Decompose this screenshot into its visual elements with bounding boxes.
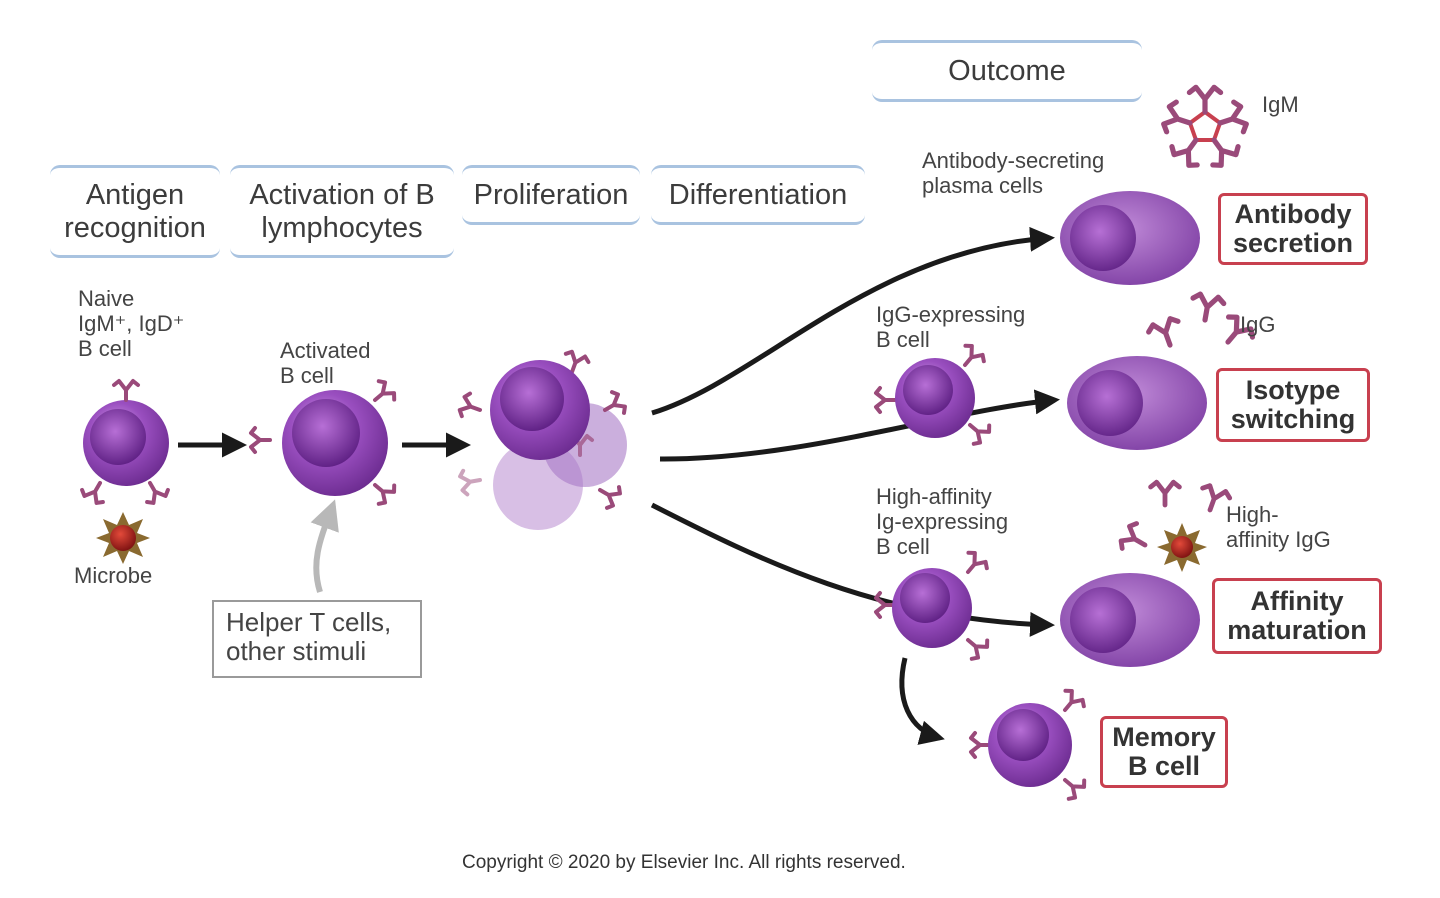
header-differentiation-text: Differentiation (668, 178, 848, 211)
naive-label-line3: B cell (78, 336, 132, 361)
arrow-to-antibody-secretion (651, 226, 1055, 416)
ha-cell-label-line2: Ig-expressing (876, 509, 1009, 534)
activated-b-cell (249, 376, 400, 509)
high-affinity-b-cell (874, 547, 993, 664)
high-affinity-cell-label: High-affinity Ig-expressing B cell (876, 484, 1008, 559)
outcome-affinity-maturation: Affinity maturation (1212, 578, 1382, 654)
header-outcome-text: Outcome (948, 54, 1066, 87)
arrow-to-isotype-switching (659, 389, 1060, 462)
igg-label: IgG (1240, 312, 1276, 337)
plasma-label-line2: plasma cells (922, 173, 1044, 198)
microbe-icon (96, 512, 150, 564)
plasma-label-line1: Antibody-secreting (922, 148, 1105, 173)
activated-label-line2: B cell (280, 363, 334, 388)
igg-cell-label-line1: IgG-expressing (876, 302, 1026, 327)
header-antigen-recognition-text: Antigen recognition (64, 178, 206, 244)
plasma-cell-affinity (1060, 573, 1200, 667)
copyright-notice: Copyright © 2020 by Elsevier Inc. All ri… (462, 852, 906, 873)
outcome-affinity-maturation-text: Affinity maturation (1227, 586, 1367, 645)
outcome-antibody-secretion-text: Antibody secretion (1232, 199, 1354, 258)
memory-b-cell (969, 685, 1090, 804)
high-affinity-igg-icon (1118, 482, 1231, 572)
ha-igg-label-line2: affinity IgG (1226, 527, 1331, 552)
activated-b-cell-label: Activated B cell (280, 338, 371, 388)
ha-cell-label-line3: B cell (876, 534, 930, 559)
igm-pentamer-icon (1162, 87, 1249, 169)
header-activation: Activation of B lymphocytes (230, 165, 454, 258)
outcome-memory-b-cell-text: Memory B cell (1112, 722, 1216, 781)
header-proliferation: Proliferation (462, 165, 640, 225)
naive-b-cell-label: Naive IgM⁺, IgD⁺ B cell (78, 286, 184, 361)
plasma-cell-isotype (1067, 356, 1207, 450)
naive-b-cell (78, 379, 172, 508)
outcome-antibody-secretion: Antibody secretion (1218, 193, 1368, 265)
activated-label-line1: Activated (280, 338, 371, 363)
igg-expressing-b-cell (874, 340, 995, 449)
arrow-to-affinity-maturation (650, 502, 1055, 637)
naive-label-line1: Naive (78, 286, 135, 311)
helper-t-cells-box: Helper T cells, other stimuli (212, 600, 422, 678)
naive-label-line2: IgM⁺, IgD⁺ (78, 311, 185, 336)
header-antigen-recognition: Antigen recognition (50, 165, 220, 258)
header-outcome: Outcome (872, 40, 1142, 102)
plasma-cells-label: Antibody-secreting plasma cells (922, 148, 1104, 198)
arrow-to-memory-b-cell (899, 657, 945, 745)
helper-stimuli-arrow (310, 499, 339, 593)
helper-line2: other stimuli (226, 636, 367, 666)
igg-cell-label: IgG-expressing B cell (876, 302, 1025, 352)
header-proliferation-text: Proliferation (473, 178, 629, 211)
microbe-label: Microbe (74, 563, 153, 588)
high-affinity-igg-label: High- affinity IgG (1226, 502, 1331, 552)
outcome-isotype-switching-text: Isotype switching (1230, 375, 1356, 434)
ha-cell-label-line1: High-affinity (876, 484, 992, 509)
header-differentiation: Differentiation (651, 165, 865, 225)
ha-igg-label-line1: High- (1226, 502, 1279, 527)
outcome-memory-b-cell: Memory B cell (1100, 716, 1228, 788)
igg-cell-label-line2: B cell (876, 327, 930, 352)
proliferating-b-cells (456, 348, 630, 530)
outcome-isotype-switching: Isotype switching (1216, 368, 1370, 442)
helper-line1: Helper T cells, (226, 607, 392, 637)
igm-label: IgM (1262, 92, 1299, 117)
plasma-cell-antibody (1060, 191, 1200, 285)
header-activation-text: Activation of B lymphocytes (249, 178, 435, 244)
